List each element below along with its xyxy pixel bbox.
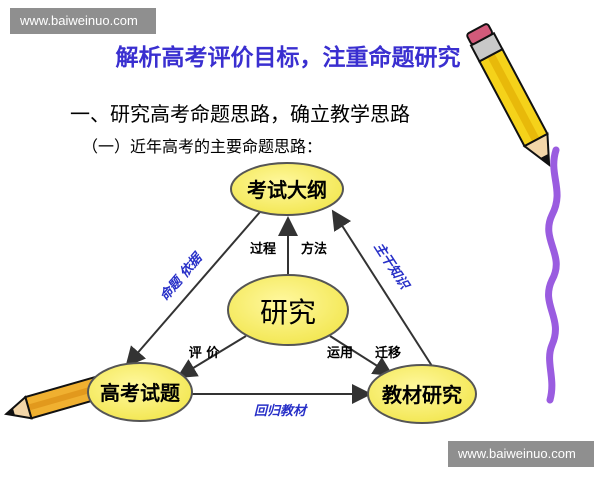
slide-title: 解析高考评价目标，注重命题研究 bbox=[115, 45, 461, 71]
label-left-edge: 命题 依据 bbox=[157, 249, 207, 304]
label-center-right-2: 迁移 bbox=[375, 345, 401, 361]
edge-bottom-right-to-top bbox=[331, 209, 433, 367]
section-heading: 一、研究高考命题思路，确立教学思路 bbox=[70, 102, 410, 126]
pencil-icon bbox=[466, 23, 551, 167]
node-top: 考试大纲 bbox=[230, 162, 344, 216]
label-center-top-left: 过程 bbox=[250, 241, 276, 257]
watermark-bottom: www.baiweinuo.com bbox=[448, 441, 594, 467]
edge-top-to-bottom-left bbox=[125, 211, 261, 368]
squiggle-line bbox=[545, 146, 561, 404]
node-top-label: 考试大纲 bbox=[247, 178, 327, 202]
edge-center-to-bottom-left bbox=[176, 335, 247, 379]
label-bottom-edge: 回归教材 bbox=[254, 403, 308, 419]
node-bottom-right: 教材研究 bbox=[367, 364, 477, 424]
label-right-edge: 主干知识 bbox=[370, 240, 413, 294]
label-center-top-right: 方法 bbox=[301, 241, 327, 257]
node-center-label: 研究 bbox=[260, 296, 316, 329]
node-center: 研究 bbox=[227, 274, 349, 346]
node-bottom-right-label: 教材研究 bbox=[382, 383, 462, 407]
watermark-top: www.baiweinuo.com bbox=[10, 8, 156, 34]
node-bottom-left: 高考试题 bbox=[87, 362, 193, 422]
edge-center-to-bottom-right bbox=[329, 335, 394, 377]
label-center-left: 评 价 bbox=[189, 346, 221, 361]
subsection-heading: （一）近年高考的主要命题思路： bbox=[82, 137, 323, 156]
node-bottom-left-label: 高考试题 bbox=[100, 381, 181, 405]
label-center-right-1: 运用 bbox=[327, 346, 353, 361]
